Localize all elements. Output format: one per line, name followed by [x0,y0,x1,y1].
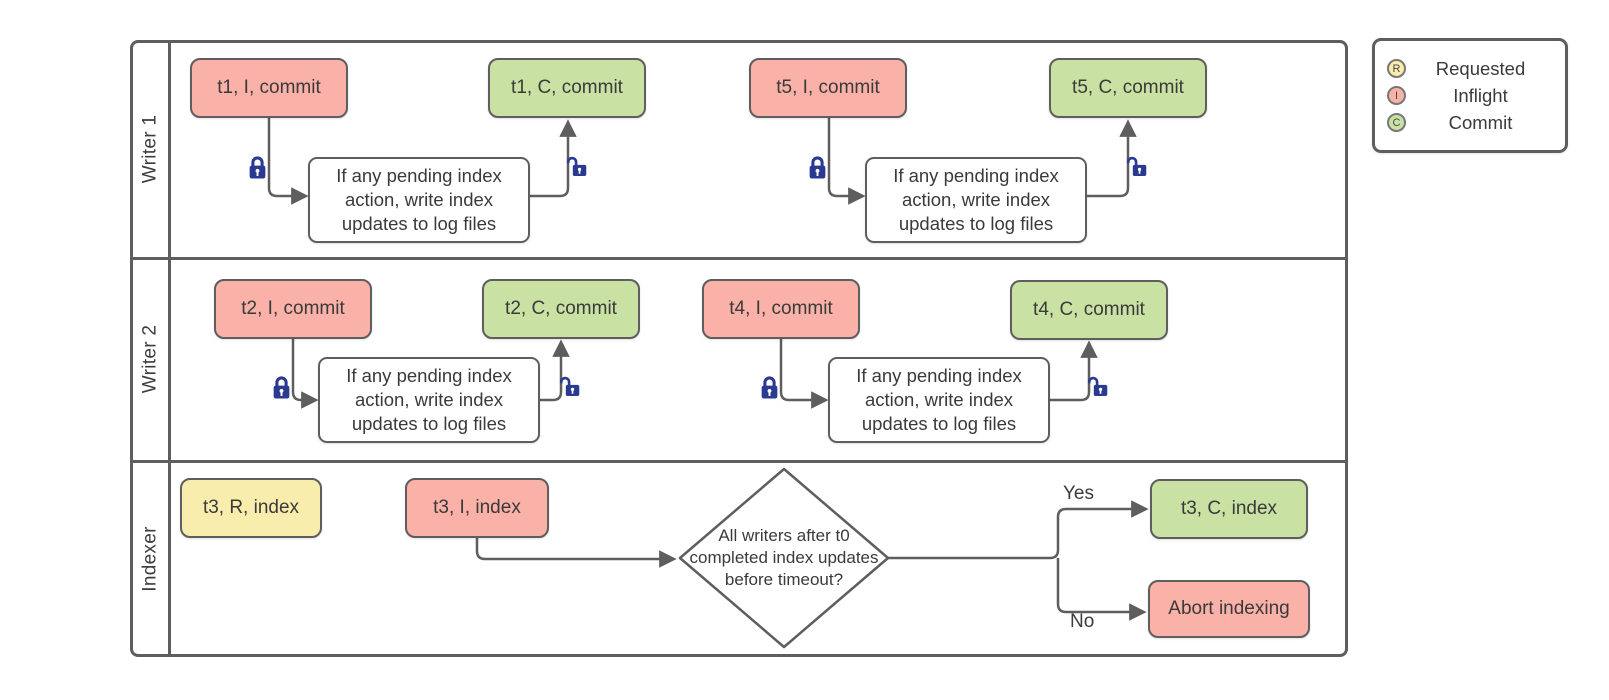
node-t3-requested: t3, R, index [180,478,322,538]
edge-t5-inflight-to-note [827,118,866,205]
node-t3-commit: t3, C, index [1150,479,1308,539]
requested-state-icon: R [1387,59,1406,78]
legend: R Requested I Inflight C Commit [1372,38,1568,153]
lane-divider-2 [131,460,1347,463]
node-pending-note-2: If any pending index action, write index… [865,157,1087,243]
node-abort-indexing: Abort indexing [1148,580,1310,638]
node-t2-inflight: t2, I, commit [214,279,372,339]
edge-note-to-t4-commit [1050,340,1098,402]
decision-diamond [678,467,890,649]
node-t1-inflight: t1, I, commit [190,58,348,118]
edge-note-to-t1-commit [530,119,577,198]
legend-row-inflight: I Inflight [1387,85,1555,107]
legend-row-commit: C Commit [1387,112,1555,134]
inflight-state-icon: I [1387,86,1406,105]
edge-note-to-t5-commit [1087,119,1137,198]
legend-label: Requested [1435,57,1526,79]
edge-t3-inflight-to-decision [475,538,677,568]
legend-label: Commit [1448,111,1513,133]
node-t5-inflight: t5, I, commit [749,58,907,118]
swimlane-pool [130,40,1348,657]
node-t1-commit: t1, C, commit [488,58,646,118]
lane-label-writer1: Writer 1 [139,114,161,184]
edge-t2-inflight-to-note [291,339,319,409]
decision-label: All writers after t0 completed index upd… [689,525,879,590]
edge-t4-inflight-to-note [779,339,829,409]
node-t3-inflight: t3, I, index [405,478,549,538]
lane-label-divider [168,41,171,656]
edge-decision-yes [888,500,1149,560]
no-edge-label: No [1070,611,1095,632]
lane-label-indexer: Indexer [139,526,161,592]
commit-state-icon: C [1387,113,1406,132]
node-t2-commit: t2, C, commit [482,279,640,339]
node-pending-note-1: If any pending index action, write index… [308,157,530,243]
edge-decision-no [1056,558,1147,621]
edge-t1-inflight-to-note [267,118,309,205]
node-pending-note-3: If any pending index action, write index… [318,357,540,443]
legend-label: Inflight [1453,84,1508,106]
node-t4-inflight: t4, I, commit [702,279,860,339]
node-pending-note-4: If any pending index action, write index… [828,357,1050,443]
lane-label-writer2: Writer 2 [139,324,161,394]
node-t5-commit: t5, C, commit [1049,58,1207,118]
legend-row-requested: R Requested [1387,58,1555,80]
yes-edge-label: Yes [1063,483,1094,504]
node-t4-commit: t4, C, commit [1010,280,1168,340]
lane-divider-1 [131,257,1347,260]
edge-note-to-t2-commit [540,339,570,402]
